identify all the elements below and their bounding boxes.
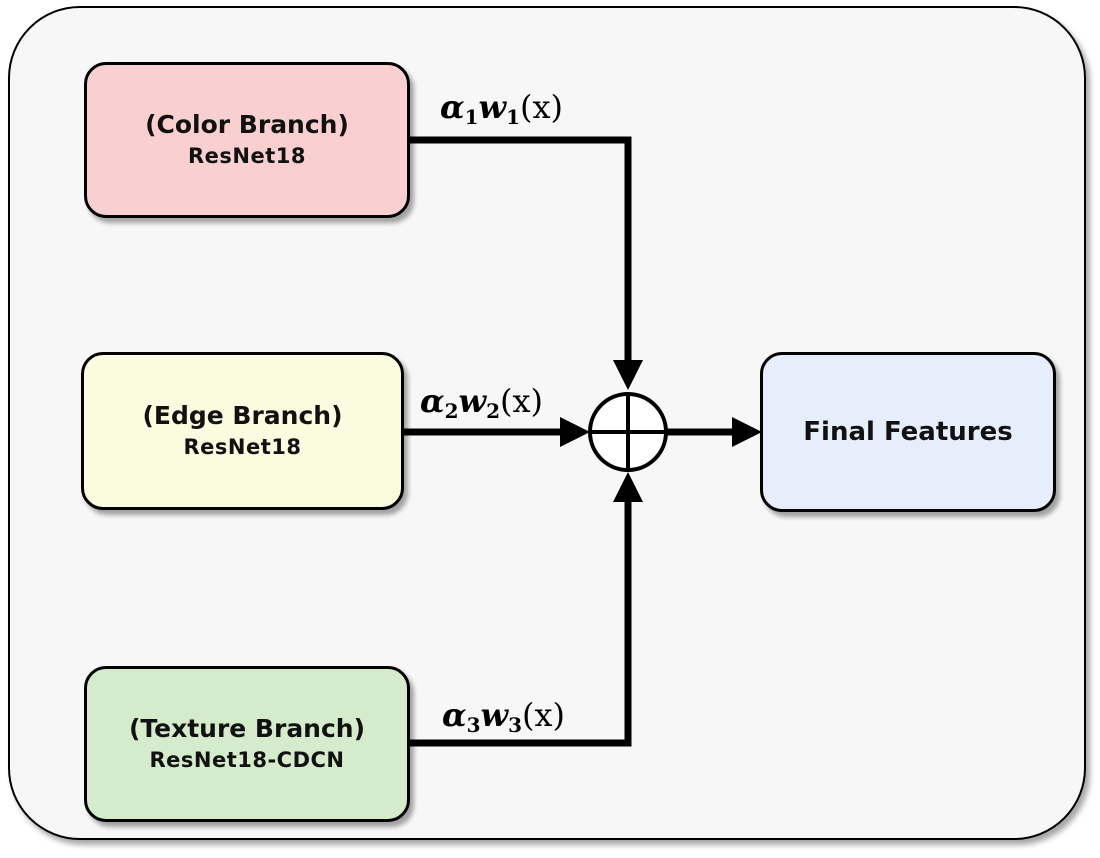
edge-label-color-weight: α1w1(x): [440, 88, 564, 129]
edge-branch-node: (Edge Branch) ResNet18: [81, 352, 404, 510]
edge-texture-to-sum: [410, 500, 632, 747]
arrowhead-edge: [560, 417, 590, 447]
color-branch-subtitle: ResNet18: [188, 144, 306, 168]
edge-label-edge-weight: α2w2(x): [420, 382, 544, 423]
final-features-node: Final Features: [760, 352, 1056, 512]
arrowhead-color: [613, 360, 643, 390]
texture-branch-subtitle: ResNet18-CDCN: [149, 748, 345, 772]
texture-branch-title: (Texture Branch): [128, 714, 366, 743]
color-branch-node: (Color Branch) ResNet18: [84, 62, 410, 218]
arrowhead-texture: [613, 472, 643, 502]
sum-operator-icon: [588, 392, 668, 472]
edge-branch-title: (Edge Branch): [142, 401, 343, 430]
arrowhead-final: [732, 417, 762, 447]
final-features-title: Final Features: [803, 417, 1013, 447]
edge-branch-subtitle: ResNet18: [183, 435, 302, 459]
edge-label-texture-weight: α3w3(x): [442, 696, 566, 737]
edge-color-to-sum: [410, 136, 632, 362]
texture-branch-node: (Texture Branch) ResNet18-CDCN: [84, 666, 410, 822]
color-branch-title: (Color Branch): [145, 110, 349, 139]
